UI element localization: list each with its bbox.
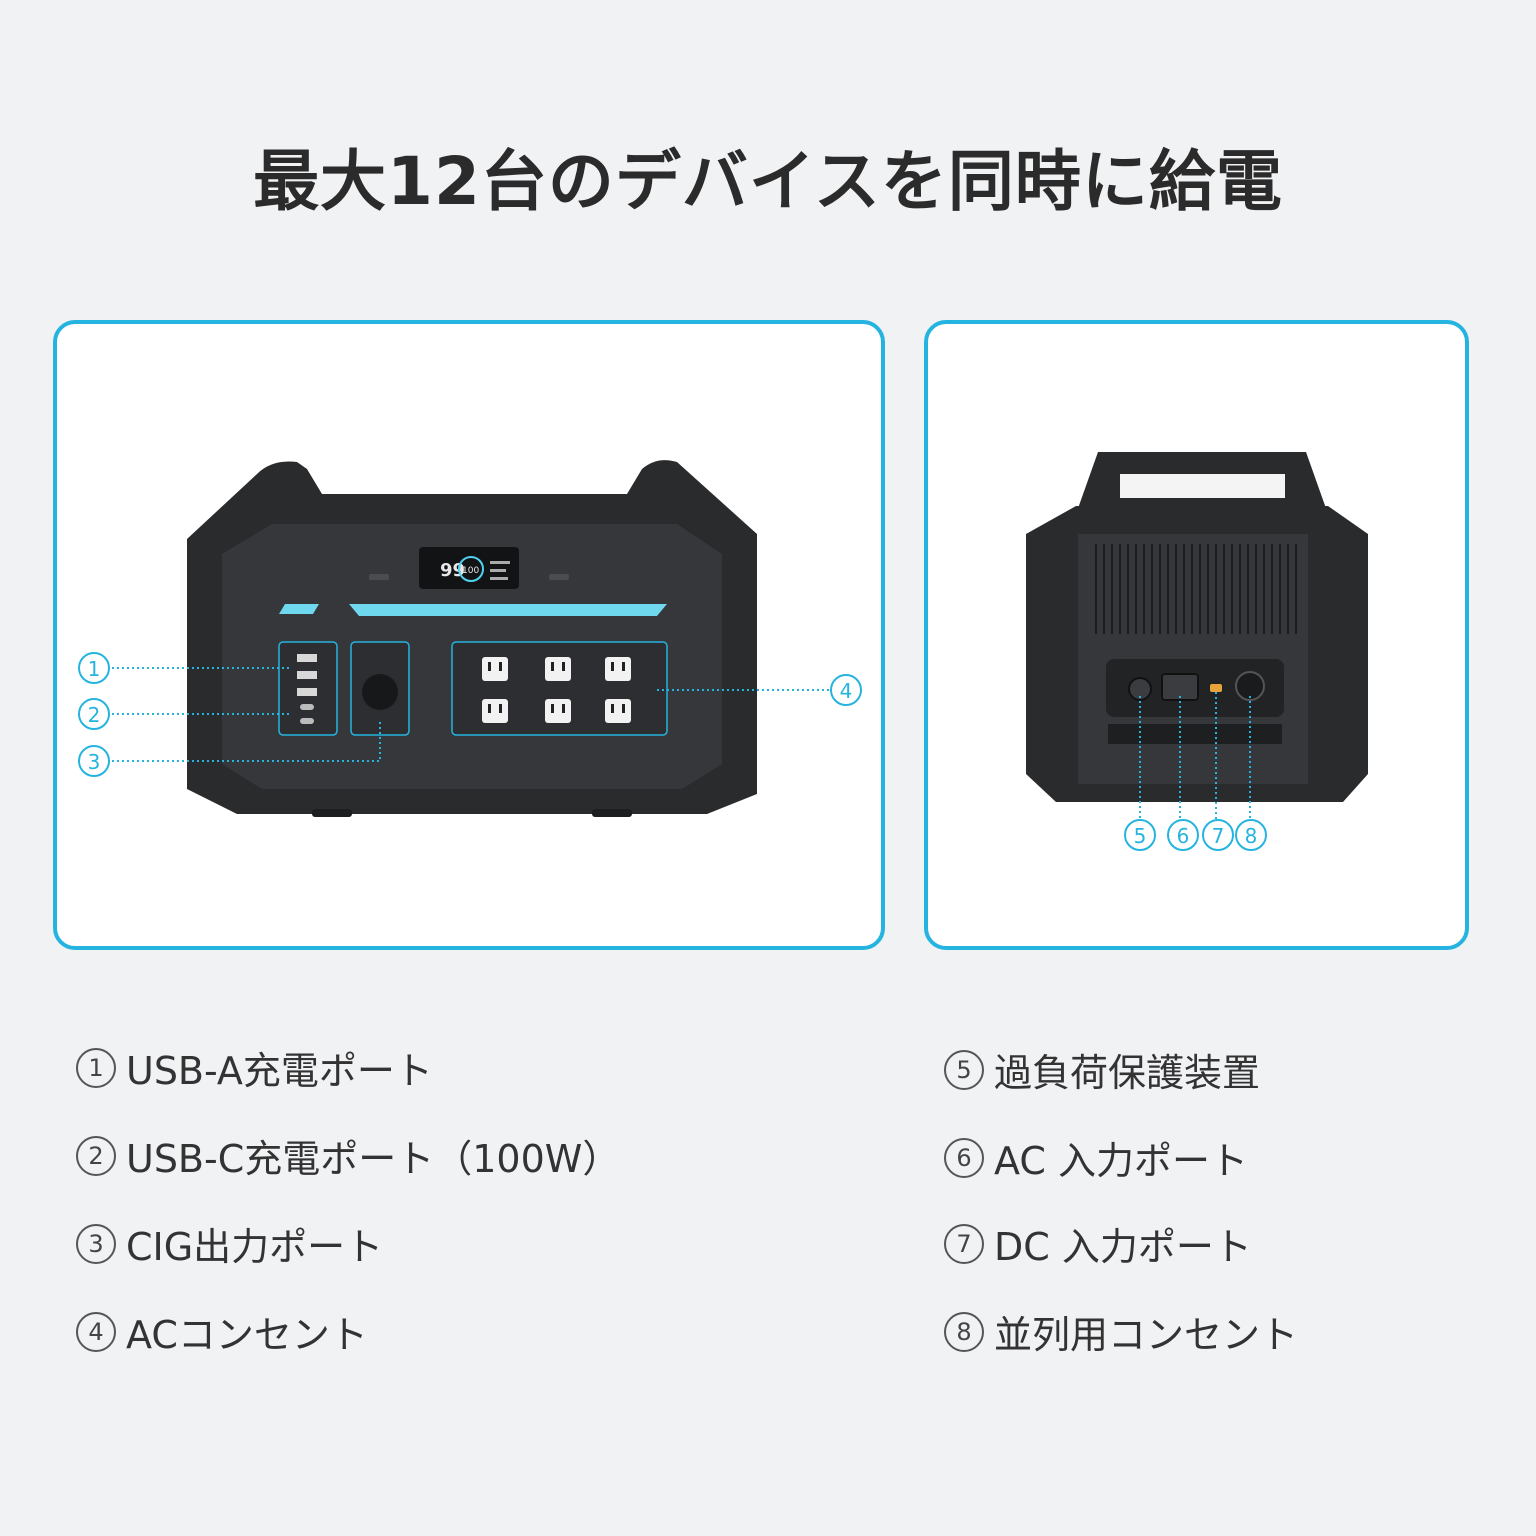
marker-2: 2 [78, 698, 110, 730]
legend-item-dc-input: 7 DC 入力ポート [944, 1216, 1252, 1271]
marker-3: 3 [78, 745, 110, 777]
marker-8: 8 [1235, 819, 1267, 851]
legend-item-usb-a: 1 USB-A充電ポート [76, 1040, 433, 1095]
svg-text:4: 4 [840, 679, 853, 703]
power-station-front: 99 100 [187, 460, 757, 817]
legend-number: 2 [76, 1135, 116, 1176]
legend-label: 並列用コンセント [994, 1313, 1299, 1357]
marker-1: 1 [78, 652, 110, 684]
legend-label: USB-C充電ポート（100W） [126, 1137, 621, 1181]
page-title: 最大12台のデバイスを同時に給電 [253, 143, 1283, 220]
overload-protector [1128, 677, 1152, 701]
marker-7: 7 [1202, 819, 1234, 851]
ac-outlet-group [451, 641, 668, 736]
front-view-panel: 99 100 [53, 320, 885, 950]
front-device-illustration: 99 100 [78, 460, 862, 817]
usb-power-button [369, 574, 389, 580]
cig-port [350, 641, 410, 736]
svg-text:8: 8 [1245, 824, 1258, 848]
legend-item-ac-input: 6 AC 入力ポート [944, 1130, 1248, 1185]
legend-label: CIG出力ポート [126, 1225, 384, 1269]
legend-label: 過負荷保護装置 [994, 1051, 1261, 1095]
svg-text:6: 6 [1177, 824, 1190, 848]
marker-6: 6 [1167, 819, 1199, 851]
legend-label: AC 入力ポート [994, 1139, 1248, 1183]
legend-number: 4 [76, 1311, 116, 1352]
parallel-port [1235, 671, 1265, 701]
lcd-display: 99 100 [419, 547, 519, 589]
legend-number: 5 [944, 1049, 984, 1090]
marker-4: 4 [830, 674, 862, 706]
svg-text:7: 7 [1212, 824, 1225, 848]
back-device-illustration: 5 6 7 8 [1026, 452, 1368, 851]
legend-label: USB-A充電ポート [126, 1049, 433, 1093]
ac-input-port [1161, 673, 1199, 701]
svg-text:1: 1 [88, 657, 101, 681]
legend-number: 7 [944, 1223, 984, 1264]
legend-number: 8 [944, 1311, 984, 1352]
svg-text:5: 5 [1134, 824, 1147, 848]
back-view-panel: 5 6 7 8 [924, 320, 1469, 950]
legend-label: ACコンセント [126, 1313, 368, 1357]
percent-value: 100 [462, 566, 479, 576]
legend-number: 6 [944, 1137, 984, 1178]
marker-5: 5 [1124, 819, 1156, 851]
svg-text:2: 2 [88, 703, 101, 727]
legend-item-cig: 3 CIG出力ポート [76, 1216, 383, 1271]
dc-input-port [1210, 684, 1222, 692]
legend-number: 1 [76, 1047, 116, 1088]
ac-power-button [549, 574, 569, 580]
svg-text:3: 3 [88, 750, 101, 774]
legend-number: 3 [76, 1223, 116, 1264]
legend-item-overload: 5 過負荷保護装置 [944, 1042, 1260, 1097]
legend-item-usb-c: 2 USB-C充電ポート（100W） [76, 1128, 620, 1183]
usb-port-group [278, 641, 338, 736]
legend-label: DC 入力ポート [994, 1225, 1252, 1269]
legend-item-ac-outlet: 4 ACコンセント [76, 1304, 368, 1359]
vent-grille [1095, 544, 1297, 634]
power-station-back [1026, 452, 1368, 802]
legend-item-parallel: 8 並列用コンセント [944, 1304, 1298, 1359]
